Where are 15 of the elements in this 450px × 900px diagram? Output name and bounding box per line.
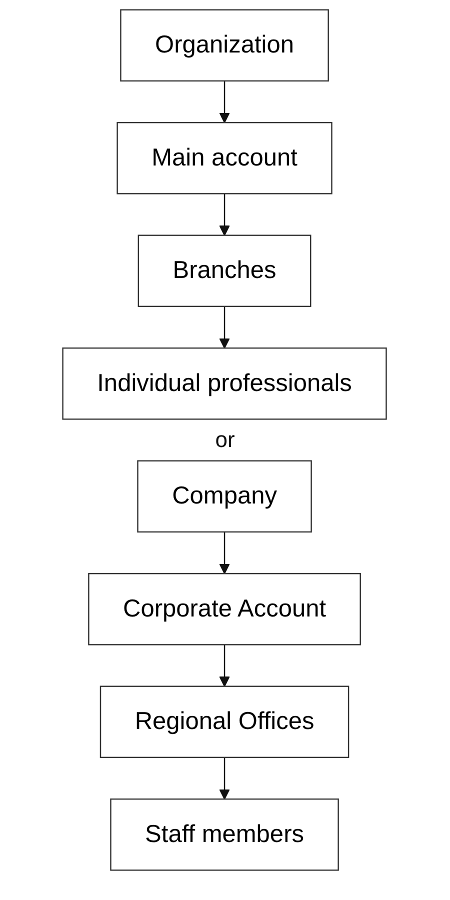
arrow bbox=[220, 194, 230, 236]
node-box: Company bbox=[138, 460, 312, 533]
arrow bbox=[220, 532, 230, 574]
separator-text: or bbox=[215, 427, 235, 453]
node-box: Regional Offices bbox=[100, 686, 350, 758]
arrow bbox=[220, 644, 230, 687]
node-box: Organization bbox=[120, 9, 330, 82]
node-box: Individual professionals bbox=[62, 347, 388, 420]
arrow bbox=[220, 757, 230, 800]
arrow bbox=[220, 80, 230, 124]
node-box: Main account bbox=[117, 122, 333, 194]
node-box: Staff members bbox=[110, 798, 340, 871]
node-box: Corporate Account bbox=[88, 572, 362, 646]
node-box: Branches bbox=[138, 234, 312, 308]
arrow bbox=[220, 306, 230, 349]
